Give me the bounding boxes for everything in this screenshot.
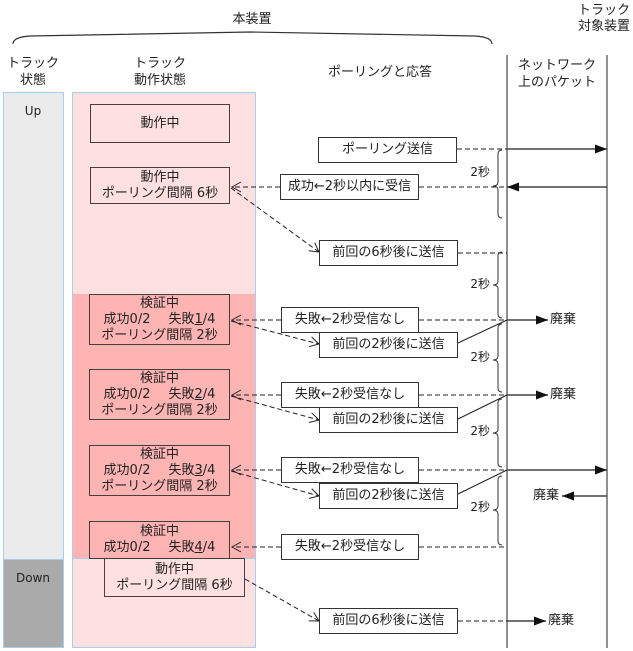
network-packets-header: ネットワーク 上のパケット: [509, 57, 605, 91]
fail-no-response-box-3: 失敗←2秒受信なし: [281, 457, 419, 483]
success-count: 成功0/2: [103, 386, 151, 402]
timeout-label-3: 2秒: [470, 350, 490, 364]
track-state-up-region: [3, 92, 64, 560]
dashed-arrow-state-2-to-send: [230, 395, 320, 423]
timeout-brace-1: [492, 149, 503, 219]
success-received-box: 成功←2秒以内に受信: [280, 174, 419, 200]
fail-label: 失敗: [168, 311, 195, 327]
success-count: 成功0/2: [103, 540, 151, 555]
timeout-label-2: 2秒: [470, 277, 490, 291]
operation-state-title: 動作中: [154, 561, 194, 577]
operation-verifying-region: [72, 294, 256, 559]
send-after-6s-box-last: 前回の6秒後に送信: [319, 608, 458, 634]
send-after-2s-box-2: 前回の2秒後に送信: [319, 407, 458, 433]
track-state-down-region: [3, 559, 64, 648]
operation-state-title: 検証中: [139, 524, 179, 539]
discard-label-1: 廃棄: [550, 312, 577, 327]
operation-state-verifying-2: 検証中 成功0/2 失敗2/4 ポーリング間隔 2秒: [89, 369, 230, 420]
fail-count: 2: [194, 386, 203, 402]
fail-count: 3: [194, 462, 203, 478]
operation-state-counts: 成功0/2 失敗3/4: [104, 463, 216, 479]
fail-total: /4: [202, 540, 216, 555]
operation-state-interval: ポーリング間隔 6秒: [116, 577, 233, 593]
operation-state-running-after-down: 動作中 ポーリング間隔 6秒: [104, 558, 245, 597]
packet-send-line-3: [457, 469, 508, 495]
track-operation-state-header-line2: 動作状態: [133, 73, 186, 88]
timeout-brace-2: [492, 251, 503, 319]
operation-normal-region: [72, 92, 256, 295]
operation-state-interval: ポーリング間隔 2秒: [101, 327, 218, 343]
send-after-2s-box-3: 前回の2秒後に送信: [319, 483, 458, 509]
operation-state-title: 検証中: [139, 295, 179, 311]
track-state-up-label: Up: [24, 104, 42, 118]
fail-label: 失敗: [168, 462, 195, 478]
track-operation-state-header: トラック 動作状態: [120, 55, 200, 89]
timeout-brace-4: [492, 398, 503, 468]
dashed-arrow-down-state-to-send: [244, 578, 320, 622]
operation-state-running-interval-6s: 動作中 ポーリング間隔 6秒: [90, 167, 230, 204]
dashed-arrow-state-1-to-send: [230, 320, 320, 348]
fail-total: /4: [202, 386, 216, 402]
fail-no-response-box-4: 失敗←2秒受信なし: [281, 534, 419, 560]
operation-state-interval: ポーリング間隔 2秒: [101, 402, 218, 418]
fail-label: 失敗: [168, 540, 195, 555]
success-count: 成功0/2: [103, 311, 151, 327]
timeout-label-5: 2秒: [470, 500, 490, 514]
polling-response-header: ポーリングと応答: [327, 65, 432, 80]
operation-state-verifying-4: 検証中 成功0/2 失敗4/4: [89, 521, 230, 559]
dashed-arrow-state-3-to-send: [230, 470, 320, 499]
success-count: 成功0/2: [103, 462, 151, 478]
operation-state-title: 検証中: [139, 370, 179, 386]
operation-state-counts: 成功0/2 失敗2/4: [104, 387, 216, 403]
device-group-brace: [12, 31, 493, 45]
operation-state-interval: ポーリング間隔 2秒: [101, 478, 218, 494]
timeout-brace-5: [492, 475, 503, 546]
track-state-header-line2: 状態: [19, 73, 46, 88]
target-device-header-line1: トラック: [577, 3, 630, 18]
timeout-label-1: 2秒: [470, 165, 490, 179]
operation-state-title: 検証中: [139, 446, 179, 462]
track-state-header-line1: トラック: [6, 56, 59, 71]
operation-state-counts: 成功0/2 失敗1/4: [104, 312, 216, 328]
fail-no-response-box-1: 失敗←2秒受信なし: [281, 307, 419, 333]
fail-total: /4: [202, 462, 216, 478]
device-group-label: 本装置: [232, 12, 272, 27]
timeout-label-4: 2秒: [470, 424, 490, 438]
network-packets-header-line2: 上のパケット: [517, 75, 596, 90]
send-after-2s-box-1: 前回の2秒後に送信: [319, 332, 458, 358]
fail-no-response-box-2: 失敗←2秒受信なし: [281, 382, 419, 408]
track-state-header: トラック 状態: [0, 55, 66, 89]
operation-state-interval: ポーリング間隔 6秒: [101, 185, 219, 201]
operation-state-counts: 成功0/2 失敗4/4: [104, 540, 216, 556]
fail-count: 4: [194, 540, 203, 555]
operation-state-running: 動作中: [90, 104, 230, 143]
discard-label-2: 廃棄: [550, 387, 577, 402]
discard-label-4: 廃棄: [548, 613, 575, 628]
target-device-header-line2: 対象装置: [577, 19, 630, 34]
send-after-6s-box: 前回の6秒後に送信: [319, 240, 458, 266]
operation-state-verifying-3: 検証中 成功0/2 失敗3/4 ポーリング間隔 2秒: [89, 445, 230, 496]
target-device-header: トラック 対象装置: [573, 3, 633, 35]
discard-label-3: 廃棄: [533, 488, 560, 503]
timeout-brace-3: [492, 323, 503, 393]
network-packets-header-line1: ネットワーク: [517, 58, 596, 73]
fail-total: /4: [202, 311, 216, 327]
packet-send-line-2: [457, 394, 508, 420]
track-state-down-label: Down: [15, 571, 50, 585]
fail-count: 1: [194, 311, 203, 327]
polling-send-box: ポーリング送信: [318, 137, 457, 163]
packet-send-line-1: [457, 319, 508, 344]
operation-state-title: 動作中: [140, 169, 180, 185]
track-operation-state-header-line1: トラック: [133, 56, 186, 71]
dashed-arrow-state-to-next-send: [230, 187, 320, 253]
fail-label: 失敗: [168, 386, 195, 402]
operation-state-title: 動作中: [140, 115, 180, 131]
operation-state-verifying-1: 検証中 成功0/2 失敗1/4 ポーリング間隔 2秒: [89, 294, 230, 345]
